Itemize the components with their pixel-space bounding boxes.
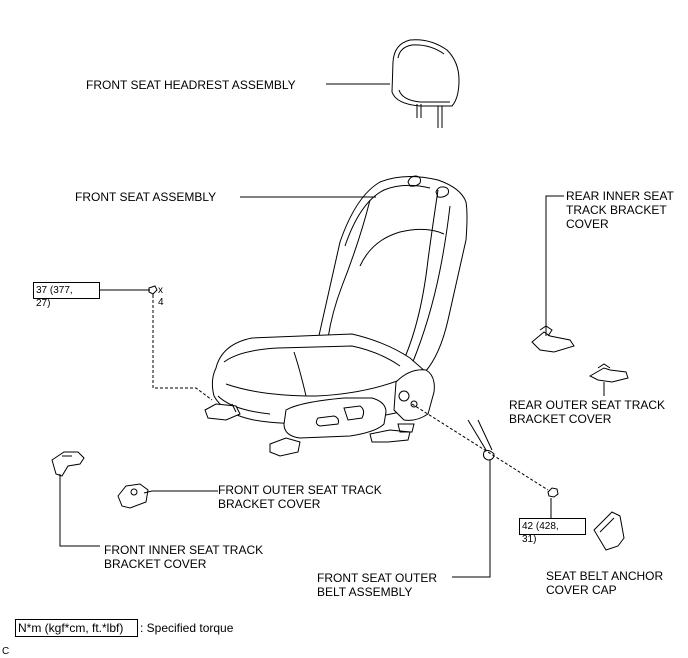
label-rear-outer-line2: BRACKET COVER bbox=[509, 412, 612, 426]
label-rear-inner-line1: REAR INNER SEAT bbox=[566, 189, 674, 203]
label-front-inner-line2: BRACKET COVER bbox=[104, 557, 207, 571]
label-rear-inner-line3: COVER bbox=[566, 217, 609, 231]
leader-lines bbox=[59, 83, 605, 578]
legend-text: : Specified torque bbox=[140, 621, 234, 635]
torque-anchor-line2: 31) bbox=[522, 534, 537, 545]
anchor-cap-part bbox=[593, 511, 625, 551]
bolt-qty-number: 4 bbox=[158, 297, 164, 308]
legend-box bbox=[15, 619, 138, 637]
rear-inner-cover-part bbox=[531, 325, 575, 353]
rear-outer-cover-part bbox=[588, 363, 629, 383]
torque-bolt-line1: 37 (377, bbox=[36, 285, 73, 296]
label-front-seat: FRONT SEAT ASSEMBLY bbox=[75, 190, 217, 204]
label-front-outer-line2: BRACKET COVER bbox=[218, 497, 321, 511]
legend-unit: N*m (kgf*cm, ft.*lbf) bbox=[18, 621, 124, 635]
torque-box-anchor-nut bbox=[519, 518, 586, 535]
front-outer-cover-part bbox=[117, 483, 149, 509]
torque-anchor-line1: 42 (428, bbox=[522, 521, 559, 532]
bolt-qty-x: x bbox=[158, 285, 163, 296]
anchor-nut-part bbox=[547, 487, 559, 498]
label-headrest: FRONT SEAT HEADREST ASSEMBLY bbox=[86, 78, 296, 92]
torque-bolt-line2: 27) bbox=[36, 298, 51, 309]
dashed-guide-lines bbox=[152, 300, 549, 491]
front-seat-part bbox=[204, 175, 468, 457]
label-rear-inner-line2: TRACK BRACKET bbox=[566, 203, 667, 217]
label-anchor-cap-line1: SEAT BELT ANCHOR bbox=[546, 569, 664, 583]
label-rear-outer-line1: REAR OUTER SEAT TRACK bbox=[509, 398, 666, 412]
belt-part bbox=[467, 419, 495, 461]
label-front-outer-line1: FRONT OUTER SEAT TRACK bbox=[218, 483, 382, 497]
bolt-part bbox=[148, 285, 158, 298]
label-front-inner-line1: FRONT INNER SEAT TRACK bbox=[104, 543, 264, 557]
headrest-part bbox=[391, 39, 460, 128]
front-inner-cover-part bbox=[51, 451, 85, 477]
label-belt-line1: FRONT SEAT OUTER bbox=[317, 571, 438, 585]
torque-box-bolt bbox=[33, 282, 100, 299]
label-anchor-cap-line2: COVER CAP bbox=[546, 583, 617, 597]
corner-mark: C bbox=[2, 646, 10, 657]
label-belt-line2: BELT ASSEMBLY bbox=[317, 585, 413, 599]
